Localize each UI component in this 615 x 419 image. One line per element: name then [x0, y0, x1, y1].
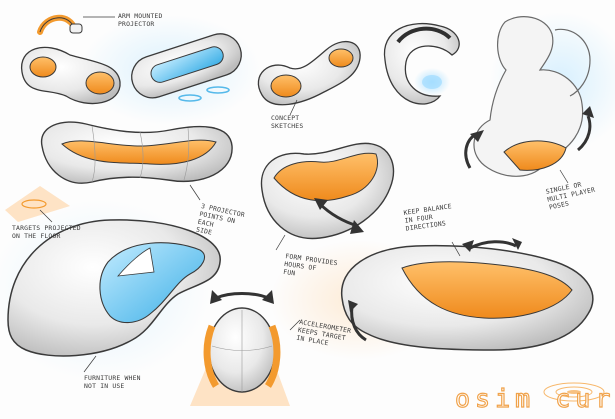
leader-line	[451, 241, 461, 257]
sketch-c-shape	[383, 22, 460, 105]
sketch-curved-seat	[5, 121, 233, 222]
leader-line	[559, 169, 569, 184]
leader-line	[83, 355, 97, 373]
leader-line	[39, 209, 53, 223]
note-targets-projected: TARGETS PROJECTED ON THE FLOOR	[12, 224, 81, 240]
sketch-egg-accelerometer	[190, 290, 290, 406]
sketch-blue-capsule	[131, 33, 242, 102]
sketch-furniture-blue	[7, 219, 221, 357]
leader-line	[289, 319, 301, 331]
note-furniture-when-not-in-use: FURNITURE WHEN NOT IN USE	[84, 374, 141, 390]
sketch-tilted-pod	[260, 142, 395, 240]
leader-line	[275, 234, 286, 251]
note-arm-mounted-projector: ARM MOUNTED PROJECTOR	[118, 12, 163, 28]
sketch-arm-projector	[21, 14, 121, 105]
note-concept-sketches: CONCEPT SKETCHES	[271, 114, 304, 130]
leader-line	[289, 99, 298, 116]
sketch-person-seated	[464, 16, 594, 177]
brand-logo-text: osim curve	[454, 383, 615, 413]
leader-line	[189, 184, 201, 201]
sketch-balance-rocker	[341, 238, 605, 402]
sketch-peanut-concept	[257, 40, 361, 106]
